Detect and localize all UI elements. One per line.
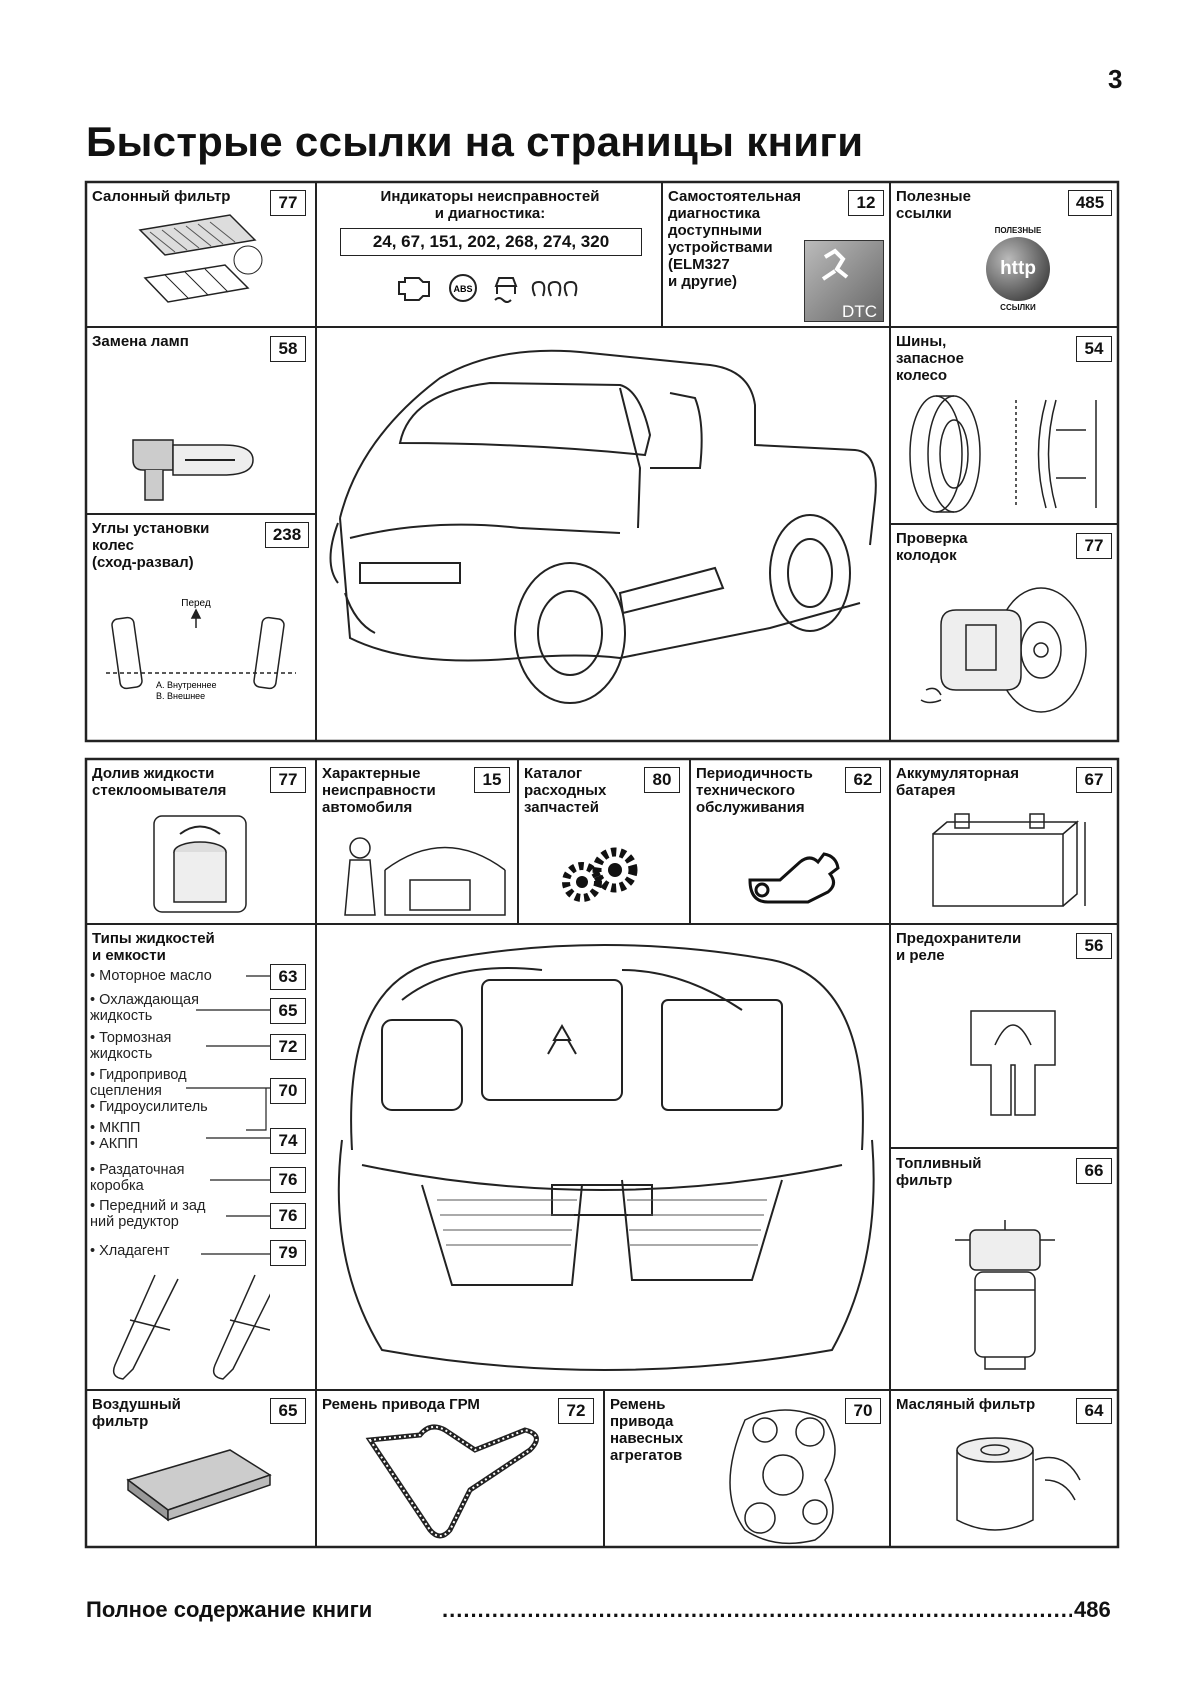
typical-faults-page-link[interactable]: 15 — [474, 767, 510, 793]
fluid-page-link-brake[interactable]: 72 — [270, 1034, 306, 1060]
fuel-filter-label: Топливный фильтр — [896, 1155, 982, 1189]
washer-fluid-label: Долив жидкости стеклоомывателя — [92, 765, 227, 799]
wrench-hand-icon — [748, 852, 840, 904]
battery-illustration — [932, 813, 1086, 907]
self-diagnosis-label: Самостоятельная диагностика доступными у… — [668, 188, 802, 290]
wheel-alignment-diagram: Перед A. Внутреннее B. Внешнее — [106, 598, 296, 701]
accessory-belt-page-link[interactable]: 70 — [845, 1398, 881, 1424]
useful-links-page-link[interactable]: 485 — [1068, 190, 1112, 216]
fluid-item-coolant: • Охлаждающая жидкость — [90, 992, 199, 1024]
oil-filter-label: Масляный фильтр — [896, 1396, 1036, 1413]
wheel-alignment-page-link[interactable]: 238 — [265, 522, 309, 548]
battery-page-link[interactable]: 67 — [1076, 767, 1112, 793]
useful-links-badge: ПОЛЕЗНЫЕ http ССЫЛКИ — [980, 226, 1056, 318]
fluid-item-refrigerant: • Хладагент — [90, 1243, 170, 1259]
hydrometer-illustration — [112, 1274, 270, 1380]
dtc-icon: DTC — [804, 240, 884, 322]
brake-caliper-illustration — [920, 587, 1087, 713]
air-filter-label: Воздушный фильтр — [92, 1396, 181, 1430]
fluid-page-link-clutch-steering[interactable]: 70 — [270, 1078, 306, 1104]
fluid-item-differential: • Передний и зад ний редуктор — [90, 1198, 206, 1230]
warning-icons: ABS — [398, 274, 578, 303]
mechanic-illustration — [344, 837, 506, 916]
full-contents-page[interactable]: 486 — [1074, 1597, 1111, 1622]
fuse-illustration — [970, 1010, 1056, 1116]
maintenance-label: Периодичность технического обслуживания — [696, 765, 813, 816]
page-number: 3 — [1108, 64, 1123, 94]
fault-indicators-label: Индикаторы неисправностей и диагностика: — [380, 188, 600, 222]
oil-filter-illustration — [956, 1437, 1081, 1531]
legend-inner: A. Внутреннее — [156, 680, 217, 690]
lamp-replacement-label: Замена ламп — [92, 333, 189, 350]
fuses-page-link[interactable]: 56 — [1076, 933, 1112, 959]
traction-control-icon — [494, 277, 518, 303]
parts-catalog-label: Каталог расходных запчастей — [524, 765, 607, 816]
cabin-filter-label: Салонный фильтр — [92, 188, 231, 205]
timing-belt-label: Ремень привода ГРМ — [322, 1396, 480, 1413]
fuel-filter-illustration — [955, 1220, 1055, 1370]
tires-page-link[interactable]: 54 — [1076, 336, 1112, 362]
useful-links-label: Полезные ссылки — [896, 188, 971, 222]
fluid-item-brake: • Тормозная жидкость — [90, 1030, 172, 1062]
tires-label: Шины, запасное колесо — [896, 333, 964, 384]
tire-diagram — [909, 395, 1097, 513]
fluid-page-link-coolant[interactable]: 65 — [270, 998, 306, 1024]
fluid-leader-lines — [186, 975, 270, 1255]
gears-icon — [562, 847, 638, 902]
full-contents-link[interactable]: Полное содержание книги — [86, 1597, 373, 1622]
timing-belt-page-link[interactable]: 72 — [558, 1398, 594, 1424]
page-title: Быстрые ссылки на страницы книги — [86, 118, 864, 165]
fault-indicators-pages[interactable]: 24, 67, 151, 202, 268, 274, 320 — [340, 228, 642, 256]
fuses-label: Предохранители и реле — [896, 930, 1022, 964]
accessory-belt-label: Ремень привода навесных агрегатов — [610, 1396, 684, 1464]
front-label: Перед — [181, 598, 211, 609]
cabin-filter-illustration — [138, 214, 263, 303]
timing-belt-illustration — [365, 1424, 539, 1539]
engine-bay-illustration — [337, 944, 875, 1371]
pad-check-label: Проверка колодок — [896, 530, 968, 564]
pad-check-page-link[interactable]: 77 — [1076, 533, 1112, 559]
fluid-page-link-refrigerant[interactable]: 79 — [270, 1240, 306, 1266]
washer-fluid-page-link[interactable]: 77 — [270, 767, 306, 793]
washer-reservoir-illustration — [153, 815, 247, 913]
battery-label: Аккумуляторная батарея — [896, 765, 1019, 799]
glow-plug-icon — [531, 280, 578, 297]
fluid-item-transmission: • МКПП • АКПП — [90, 1120, 141, 1152]
fuel-filter-page-link[interactable]: 66 — [1076, 1158, 1112, 1184]
cabin-filter-page-link[interactable]: 77 — [270, 190, 306, 216]
legend-outer: B. Внешнее — [156, 691, 205, 701]
footer-dot-leader: ........................................… — [442, 1597, 1072, 1622]
fluid-page-link-differential[interactable]: 76 — [270, 1203, 306, 1229]
globe-icon: http — [986, 237, 1050, 301]
fluid-item-engine-oil: • Моторное масло — [90, 968, 212, 984]
wheel-alignment-label: Углы установки колес (сход-развал) — [92, 520, 210, 571]
typical-faults-label: Характерные неисправности автомобиля — [322, 765, 436, 816]
maintenance-page-link[interactable]: 62 — [845, 767, 881, 793]
lamp-replacement-page-link[interactable]: 58 — [270, 336, 306, 362]
svg-text:ABS: ABS — [453, 284, 472, 294]
parts-catalog-page-link[interactable]: 80 — [644, 767, 680, 793]
fluid-item-clutch-steering: • Гидропривод сцепления • Гидроусилитель — [90, 1067, 208, 1115]
fluid-page-link-transmission[interactable]: 74 — [270, 1128, 306, 1154]
air-filter-page-link[interactable]: 65 — [270, 1398, 306, 1424]
fluids-label: Типы жидкостей и емкости — [92, 930, 215, 964]
self-diagnosis-page-link[interactable]: 12 — [848, 190, 884, 216]
fluid-page-link-transfer-case[interactable]: 76 — [270, 1167, 306, 1193]
lamp-bulb-illustration — [132, 439, 254, 501]
fluid-item-transfer-case: • Раздаточная коробка — [90, 1162, 185, 1194]
fluid-page-link-engine-oil[interactable]: 63 — [270, 964, 306, 990]
air-filter-illustration — [126, 1449, 272, 1522]
abs-icon: ABS — [449, 274, 477, 302]
oil-filter-page-link[interactable]: 64 — [1076, 1398, 1112, 1424]
accessory-belt-illustration — [729, 1409, 836, 1545]
pickup-truck-illustration — [329, 349, 877, 704]
check-engine-icon — [398, 277, 430, 301]
